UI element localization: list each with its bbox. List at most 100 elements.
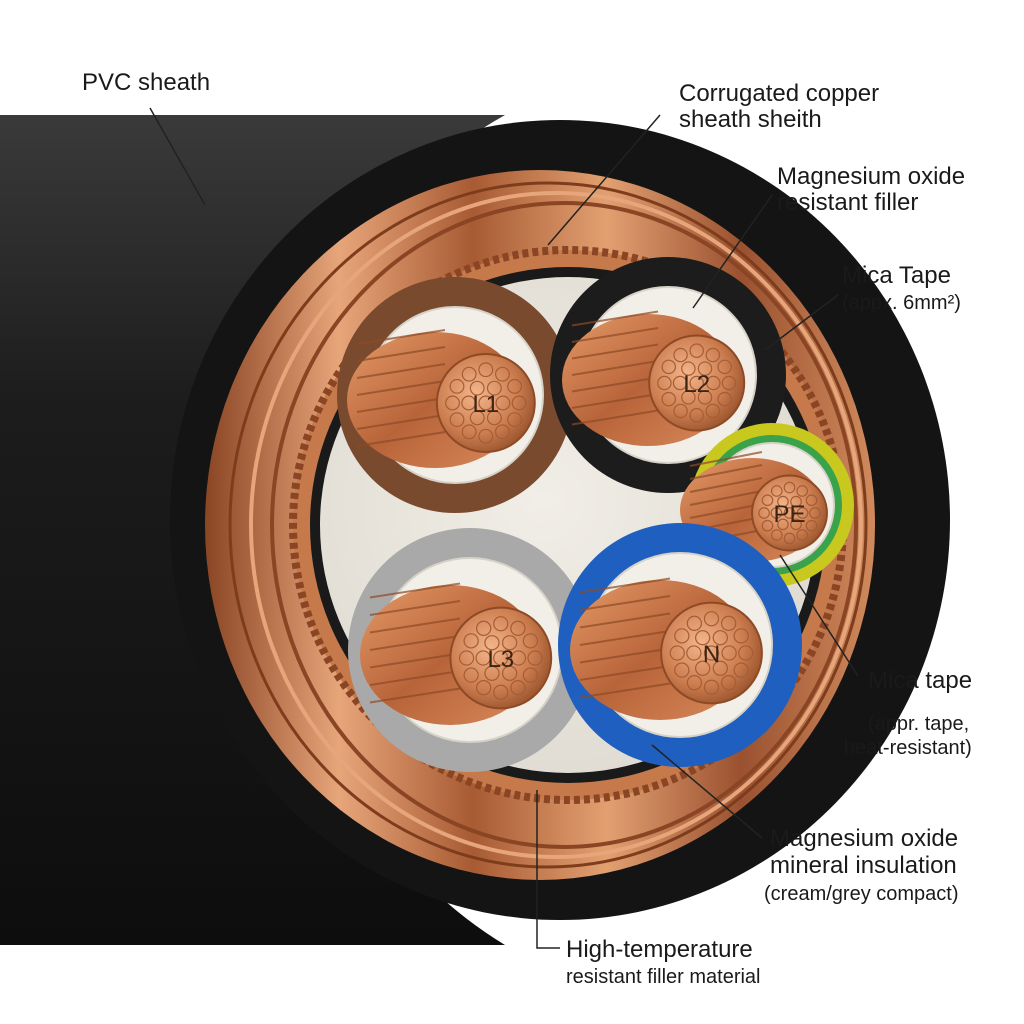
leader-pvc [149, 107, 206, 206]
strand-dot [733, 662, 749, 678]
strand-dot [657, 375, 672, 391]
conductor-face [435, 353, 536, 453]
conductor-face [648, 334, 746, 432]
strand-dot [510, 650, 527, 666]
strand-dot [721, 375, 737, 391]
strand-dot [674, 662, 690, 678]
strand-dot [738, 645, 754, 661]
label-mgo-insulation-line1: Magnesium oxide [770, 825, 959, 852]
label-mgo-filler-line1: Magnesium oxide [777, 163, 966, 190]
strand-dot [449, 412, 465, 428]
strand-line [689, 464, 763, 480]
strand-dot [783, 481, 796, 494]
conductor-face [660, 601, 763, 705]
core-label-n: N [703, 641, 720, 668]
strand-dot [510, 620, 526, 636]
strand-dot [770, 507, 783, 519]
label-mgo-insulation-line2: mineral insulation [770, 852, 957, 879]
strand-line [571, 360, 659, 376]
core-label-pe: PE [773, 501, 805, 528]
strand-line [571, 409, 659, 426]
strand-line [689, 503, 763, 519]
strand-dot [697, 361, 713, 376]
strand-dot [673, 403, 688, 419]
strand-dot [476, 620, 492, 636]
strand-dot [478, 428, 494, 444]
strand-dot [703, 645, 720, 661]
strand-line [579, 612, 671, 629]
strand-dot [673, 347, 688, 363]
strand-dot [689, 408, 704, 423]
strand-dot [507, 378, 523, 394]
strand-line [571, 393, 659, 409]
strand-dot [706, 375, 721, 391]
strand-line [579, 595, 671, 611]
strand-dot [511, 395, 527, 411]
strand-line [579, 682, 671, 699]
strand-dot [475, 650, 491, 666]
strand-dot [686, 675, 703, 691]
strand-line [579, 665, 671, 681]
strand-dot [695, 660, 711, 676]
strand-dot [674, 628, 690, 644]
strand-dot [681, 390, 696, 405]
strand-dot [522, 633, 539, 649]
strand-dot [510, 680, 526, 696]
strand-dot [686, 645, 702, 661]
core-label-l3: L3 [487, 646, 514, 673]
strand-dot [661, 359, 676, 375]
strand-dot [476, 680, 492, 696]
strand-line [579, 577, 671, 594]
strand-dot [463, 633, 479, 649]
strand-dot [796, 507, 809, 519]
label-mgo-filler-line2: resistant filler [777, 189, 919, 216]
strand-dot [777, 518, 789, 531]
strand-line [369, 635, 461, 651]
strand-dot [721, 645, 737, 661]
strand-line [369, 687, 461, 704]
strand-line [571, 343, 659, 360]
strand-dot [478, 362, 494, 378]
label-corrugated-line2: sheath sheith [679, 106, 822, 133]
strand-line [689, 451, 763, 467]
strand-dot [672, 375, 688, 391]
strand-dot [527, 650, 543, 666]
strand-line [689, 477, 763, 493]
strand-line [356, 329, 446, 345]
strand-dot [469, 380, 485, 396]
strand-dot [493, 616, 509, 632]
strand-dot [689, 375, 704, 391]
strand-dot [478, 395, 494, 411]
label-mica-tape-top: Mica Tape [842, 262, 951, 289]
strand-dot [493, 684, 509, 700]
strand-line [356, 380, 446, 396]
strand-dot [484, 665, 500, 681]
leader-mica-right [779, 554, 859, 677]
strand-dot [695, 630, 711, 646]
strand-line [356, 431, 446, 447]
strand-dot [809, 507, 821, 519]
strand-dot [761, 519, 774, 532]
strand-dot [777, 495, 789, 508]
strand-dot [717, 359, 732, 375]
strand-dot [717, 391, 732, 407]
strand-dot [705, 403, 721, 419]
strand-dot [681, 361, 696, 376]
leader-mgo-insulation [651, 744, 763, 839]
strand-line [369, 670, 461, 686]
strand-dot [770, 529, 783, 541]
strand-line [571, 327, 659, 343]
strand-dot [796, 485, 809, 497]
strand-dot [720, 615, 737, 631]
strand-dot [495, 395, 511, 411]
strand-dot [770, 485, 783, 497]
leader-lines [149, 107, 859, 949]
core-label-l2: L2 [683, 371, 710, 398]
strand-dot [712, 660, 728, 676]
strand-dot [669, 645, 685, 661]
strand-dot [486, 380, 502, 396]
strand-dot [796, 529, 809, 541]
conductor-face [751, 474, 828, 552]
strand-dot [783, 532, 796, 545]
